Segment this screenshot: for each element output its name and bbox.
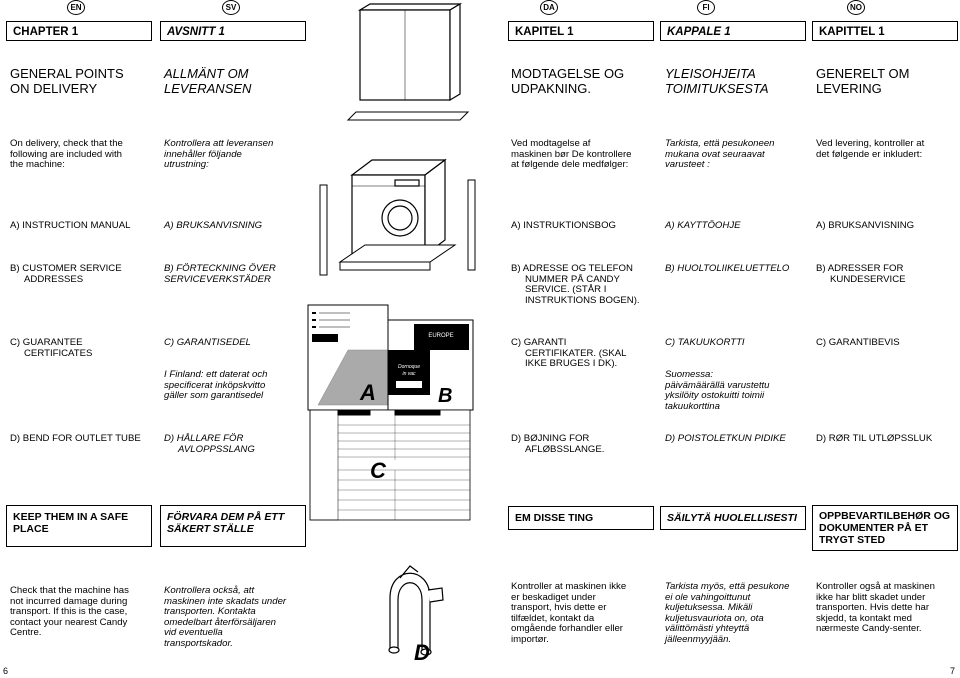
- page-number-left: 6: [3, 666, 9, 676]
- customer-service-booklet-image: EUROPE Dornoque in vac B: [387, 319, 474, 411]
- item-c-fi: C) TAKUUKORTTI: [665, 337, 745, 348]
- page-number-right: 7: [950, 666, 956, 676]
- chapter-header-sv: AVSNITT 1: [160, 21, 306, 41]
- item-c-sv: C) GARANTISEDEL: [164, 337, 251, 348]
- instruction-manual-image: A: [307, 304, 391, 411]
- item-a-sv: A) BRUKSANVISNING: [164, 220, 263, 231]
- item-a-da: A) INSTRUKTIONSBOG: [511, 220, 617, 231]
- guarantee-certificate-image: [309, 409, 471, 521]
- safe-place-box-fi: SÄILYTÄ HUOLELLISESTI: [660, 506, 806, 530]
- outlet-bend-image: [388, 565, 444, 656]
- item-d-no: D) RØR TIL UTLØPSSLUK: [816, 433, 933, 444]
- delivery-illustration: A EUROPE Dornoque in vac B C: [307, 2, 476, 665]
- svg-text:in vac: in vac: [402, 371, 416, 377]
- item-b-fi: B) HUOLTOLIIKELUETTELO: [665, 263, 790, 274]
- item-a-en: A) INSTRUCTION MANUAL: [10, 220, 131, 231]
- item-a-fi: A) KAYTTÖOHJE: [665, 220, 741, 231]
- item-a-no: A) BRUKSANVISNING: [816, 220, 915, 231]
- language-badge-no: NO: [847, 0, 865, 15]
- item-d-en: D) BEND FOR OUTLET TUBE: [10, 433, 141, 444]
- packaging-box-image: [357, 2, 463, 102]
- figure-label-b: B: [438, 385, 452, 407]
- chapter-header-da: KAPITEL 1: [508, 21, 654, 41]
- europe-label: EUROPE: [428, 333, 453, 339]
- corner-post-image: [319, 111, 476, 276]
- language-badge-en: EN: [67, 0, 85, 15]
- figure-label-a: A: [359, 380, 376, 405]
- language-badge-fi: FI: [697, 0, 715, 15]
- figure-label-c: C: [370, 458, 387, 483]
- item-d-fi: D) POISTOLETKUN PIDIKE: [665, 433, 786, 444]
- chapter-header-no: KAPITTEL 1: [812, 21, 958, 41]
- chapter-header-fi: KAPPALE 1: [660, 21, 806, 41]
- language-badge-da: DA: [540, 0, 558, 15]
- item-c-no: C) GARANTIBEVIS: [816, 337, 900, 348]
- washing-machine-image: [350, 158, 447, 257]
- language-badge-sv: SV: [222, 0, 240, 15]
- safe-place-box-da: EM DISSE TING: [508, 506, 654, 530]
- chapter-header-en: CHAPTER 1: [6, 21, 152, 41]
- svg-text:Dornoque: Dornoque: [398, 364, 420, 370]
- figure-label-d: D: [414, 640, 430, 665]
